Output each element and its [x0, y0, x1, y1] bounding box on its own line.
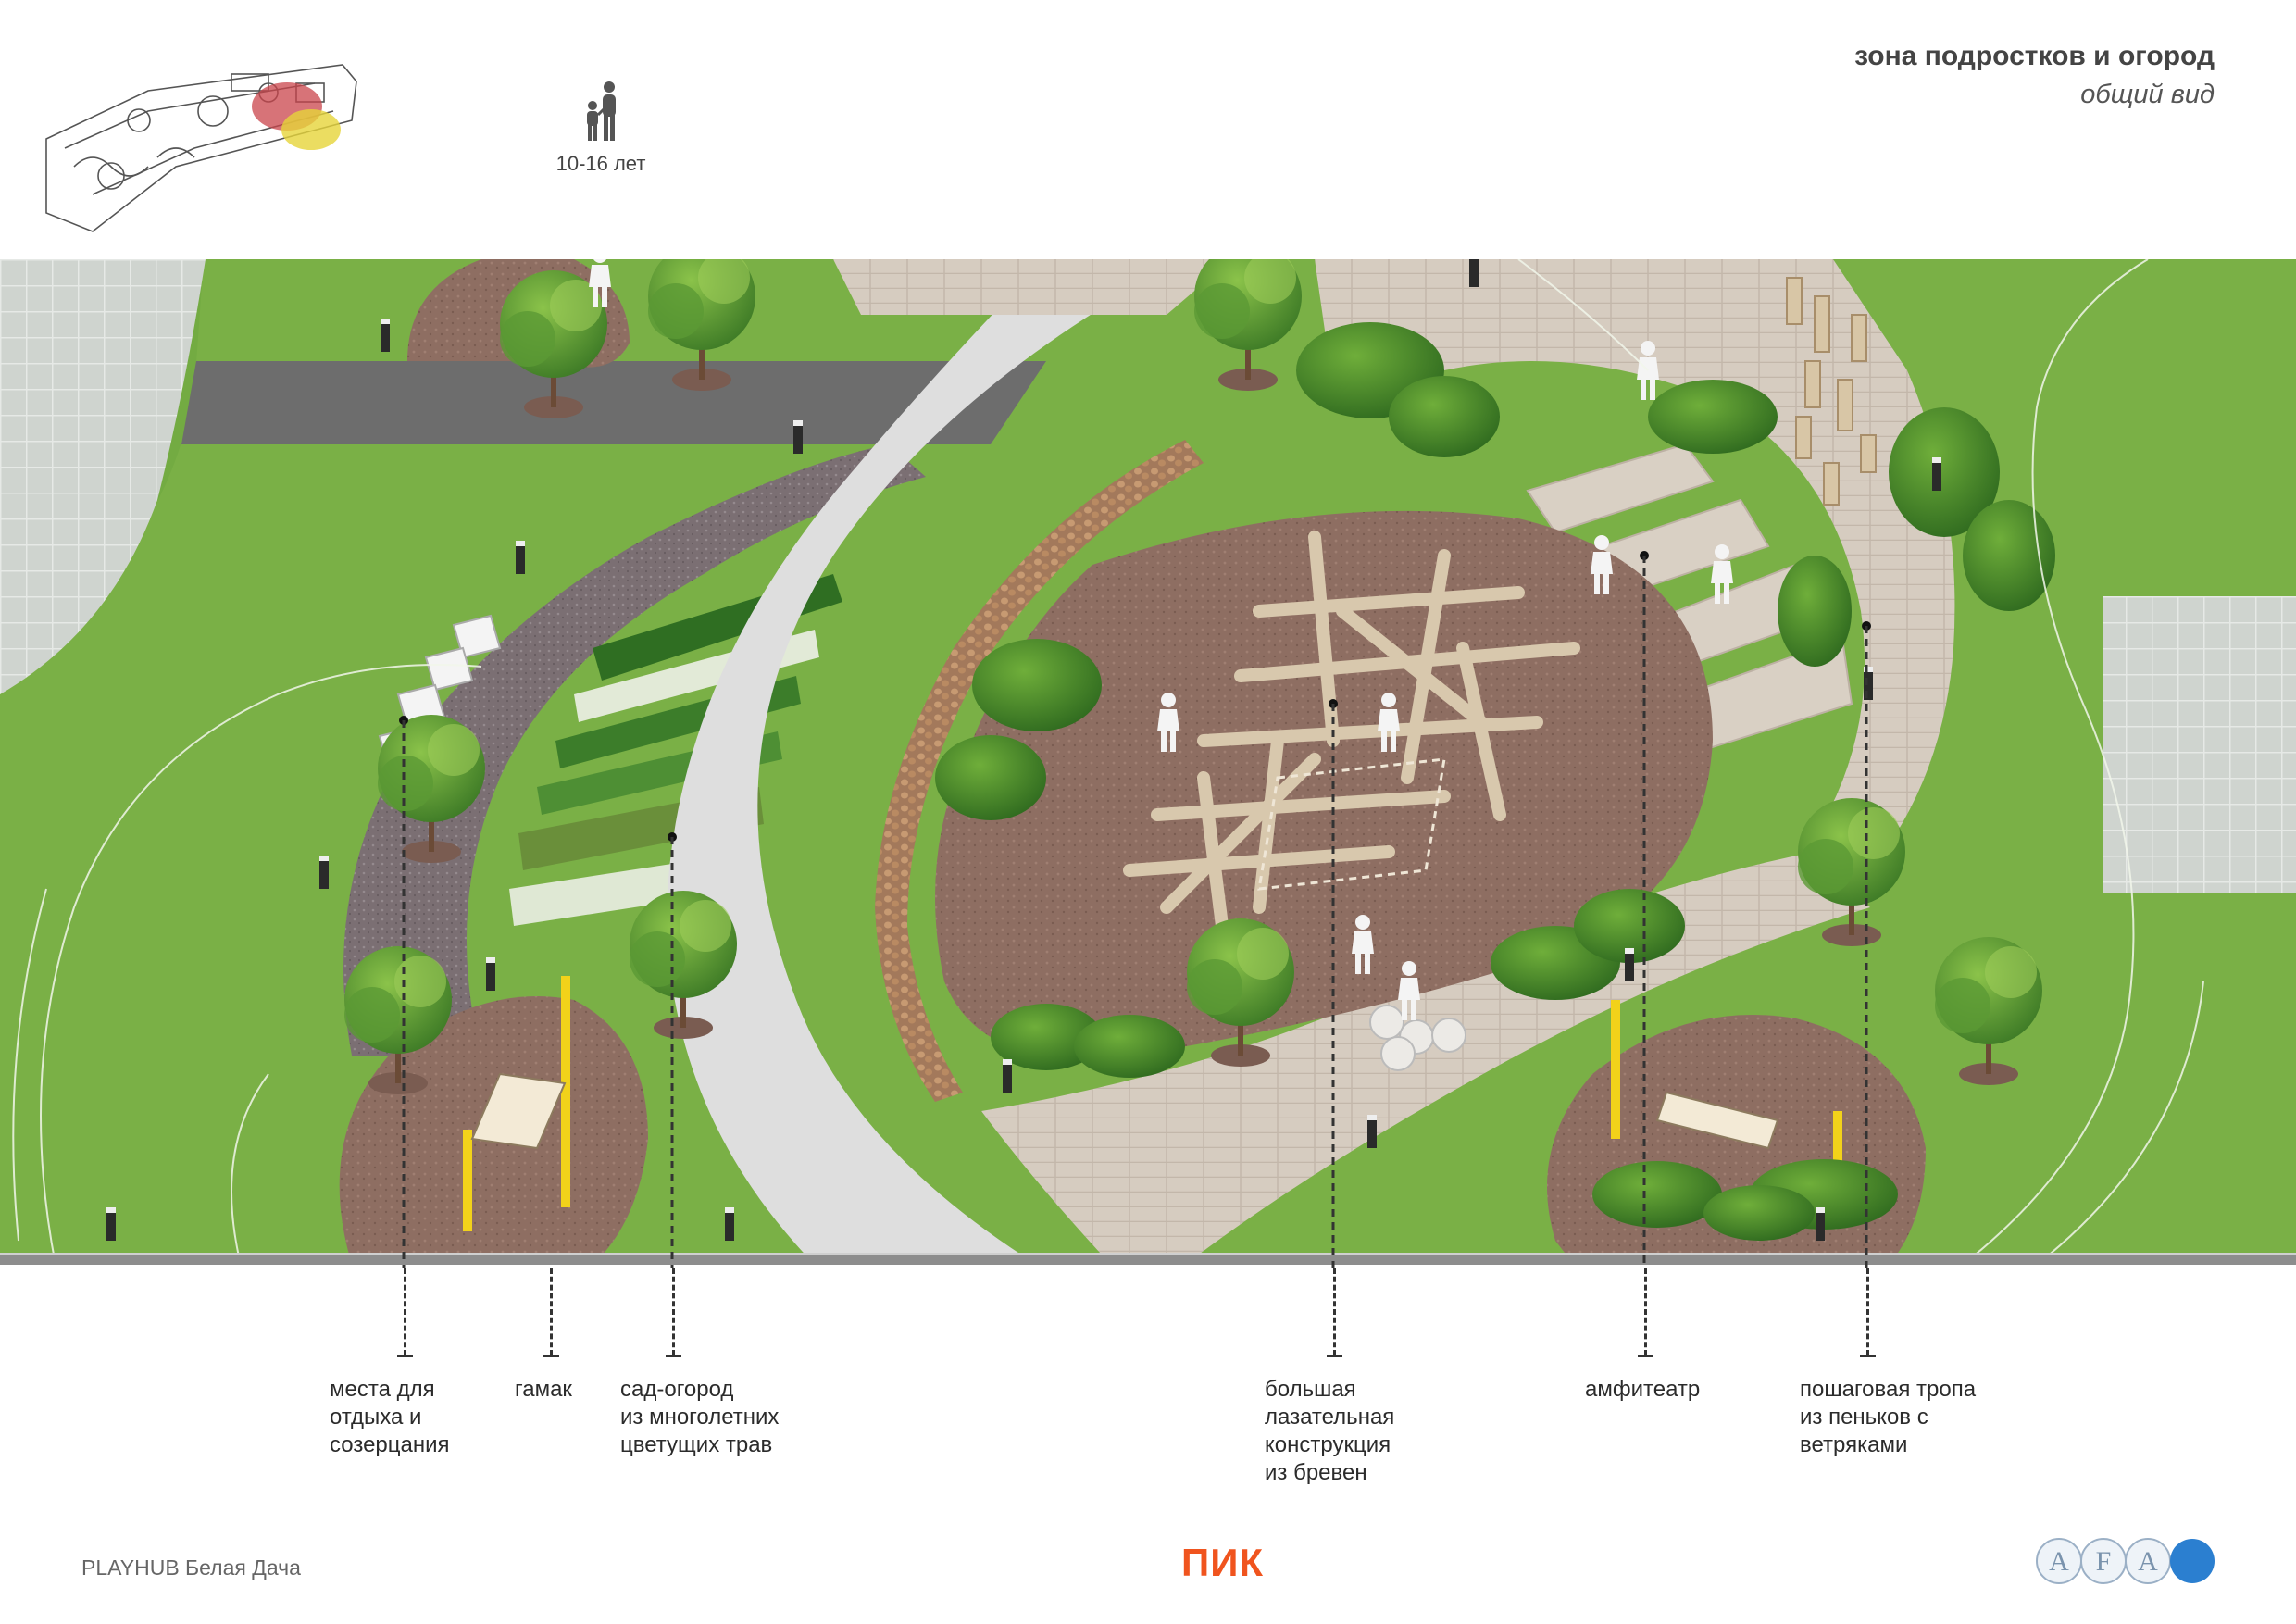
afa-letter-1: A [2049, 1546, 2069, 1577]
callout-amphitheater: амфитеатр [1585, 1377, 1701, 1402]
leader-climbing [1327, 1268, 1342, 1357]
afa-letter-3: A [2138, 1546, 2158, 1577]
leader-hammock [543, 1268, 559, 1357]
page-title: зона подростков и огород [1854, 41, 2215, 71]
callout-hammock: гамак [515, 1377, 572, 1402]
location-minimap [45, 64, 357, 232]
leader-rest [397, 1268, 413, 1357]
afa-letter-2: F [2096, 1546, 2112, 1577]
parent-child-icon [587, 81, 616, 141]
afa-logo: A F A [2036, 1538, 2215, 1584]
project-name: PLAYHUB Белая Дача [81, 1555, 301, 1580]
page-subtitle: общий вид [2080, 80, 2215, 109]
pik-logo: ПИК [1181, 1541, 1265, 1584]
age-range-label: 10-16 лет [555, 152, 646, 175]
leader-stump-path [1860, 1268, 1876, 1357]
leader-garden [666, 1268, 681, 1357]
site-plan-render [0, 259, 2296, 1265]
leader-amphitheater [1638, 1268, 1653, 1357]
